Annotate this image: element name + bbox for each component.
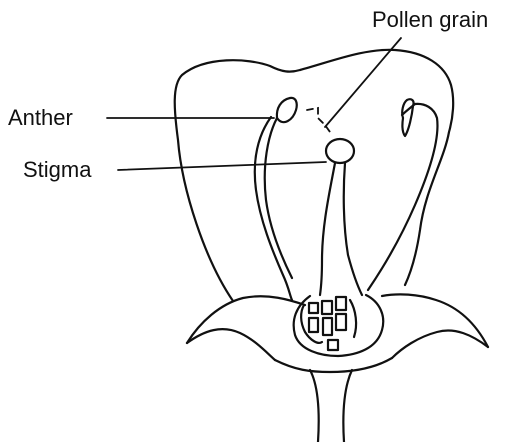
- stem-right: [343, 370, 352, 442]
- stigma-leader: [118, 162, 326, 170]
- corolla-outline: [175, 50, 453, 301]
- right-sepal: [382, 294, 488, 347]
- receptacle: [275, 358, 392, 372]
- right-anther: [402, 99, 413, 136]
- left-stamen-filament: [265, 118, 292, 278]
- anther-label: Anther: [8, 105, 73, 130]
- left-inner-petal-line: [255, 117, 292, 300]
- pollen-transfer-path: [307, 108, 330, 132]
- style-right: [344, 163, 362, 295]
- style: [320, 163, 335, 295]
- left-sepal-lower: [187, 329, 275, 360]
- stem-left: [310, 370, 319, 442]
- right-sepal-lower: [392, 330, 488, 358]
- stigma-label: Stigma: [23, 157, 92, 182]
- ovules: [301, 297, 356, 350]
- pollen-grain-label: Pollen grain: [372, 7, 488, 32]
- stigma-shape: [326, 139, 354, 163]
- left-anther: [277, 98, 297, 122]
- pollen-grain-leader: [325, 38, 401, 127]
